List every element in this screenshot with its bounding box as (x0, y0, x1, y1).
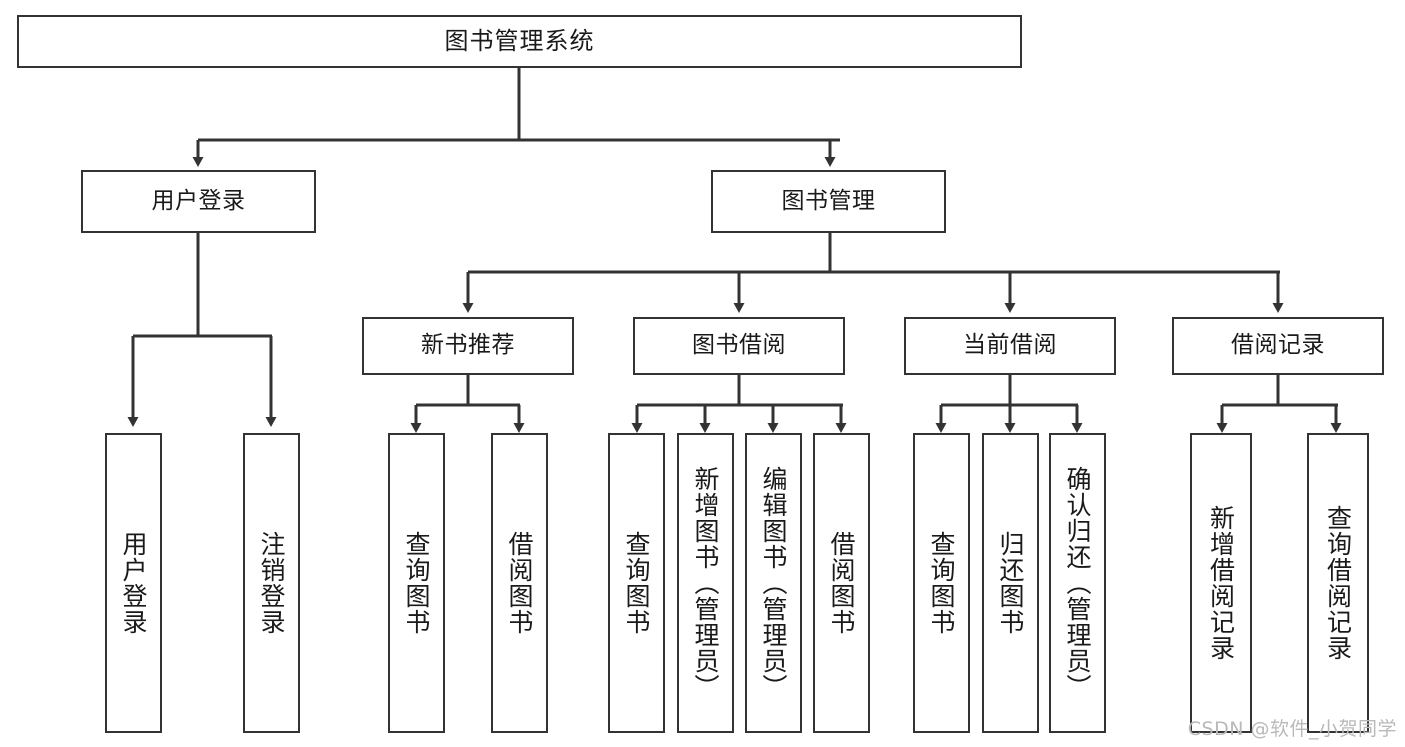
node-label: 借阅记录 (1231, 332, 1325, 359)
leaf-add-borrow-record[interactable]: 新增借阅记录 (1190, 433, 1252, 733)
csdn-watermark: CSDN @软件_小贺同学 (1187, 718, 1397, 740)
node-root-system[interactable]: 图书管理系统 (17, 15, 1022, 68)
node-label: 图书借阅 (692, 332, 786, 359)
leaf-borrow-book-recommend[interactable]: 借阅图书 (491, 433, 548, 733)
node-label: 注销登录 (257, 531, 286, 635)
node-label: 查询图书 (927, 531, 956, 635)
node-label: 新增图书（管理员） (691, 466, 720, 700)
leaf-logout[interactable]: 注销登录 (243, 433, 300, 733)
node-new-book-recommend[interactable]: 新书推荐 (362, 317, 574, 375)
node-label: 新增借阅记录 (1206, 505, 1236, 661)
leaf-query-book-borrow[interactable]: 查询图书 (608, 433, 665, 733)
node-label: 图书管理 (781, 187, 876, 214)
leaf-return-book[interactable]: 归还图书 (982, 433, 1039, 733)
node-label: 用户登录 (119, 531, 148, 635)
leaf-confirm-return-admin[interactable]: 确认归还（管理员） (1049, 433, 1106, 733)
node-label: 图书管理系统 (444, 27, 595, 56)
node-label: 新书推荐 (421, 332, 515, 359)
node-label: 借阅图书 (505, 531, 534, 635)
leaf-query-borrow-record[interactable]: 查询借阅记录 (1307, 433, 1369, 733)
node-book-borrow[interactable]: 图书借阅 (633, 317, 845, 375)
node-label: 借阅图书 (827, 531, 856, 635)
node-label: 归还图书 (996, 531, 1025, 635)
leaf-borrow-book[interactable]: 借阅图书 (813, 433, 870, 733)
node-current-borrow[interactable]: 当前借阅 (904, 317, 1116, 375)
node-borrow-records[interactable]: 借阅记录 (1172, 317, 1384, 375)
node-book-management[interactable]: 图书管理 (711, 170, 946, 233)
node-user-login[interactable]: 用户登录 (81, 170, 316, 233)
node-label: 编辑图书（管理员） (759, 466, 788, 700)
node-label: 用户登录 (151, 187, 246, 214)
node-label: 查询借阅记录 (1323, 505, 1353, 661)
leaf-query-book-current[interactable]: 查询图书 (913, 433, 970, 733)
node-label: 查询图书 (622, 531, 651, 635)
leaf-query-book-recommend[interactable]: 查询图书 (388, 433, 445, 733)
node-label: 当前借阅 (963, 332, 1057, 359)
leaf-edit-book-admin[interactable]: 编辑图书（管理员） (745, 433, 802, 733)
leaf-add-book-admin[interactable]: 新增图书（管理员） (677, 433, 734, 733)
node-label: 确认归还（管理员） (1063, 466, 1092, 700)
node-label: 查询图书 (402, 531, 431, 635)
leaf-user-login[interactable]: 用户登录 (105, 433, 162, 733)
